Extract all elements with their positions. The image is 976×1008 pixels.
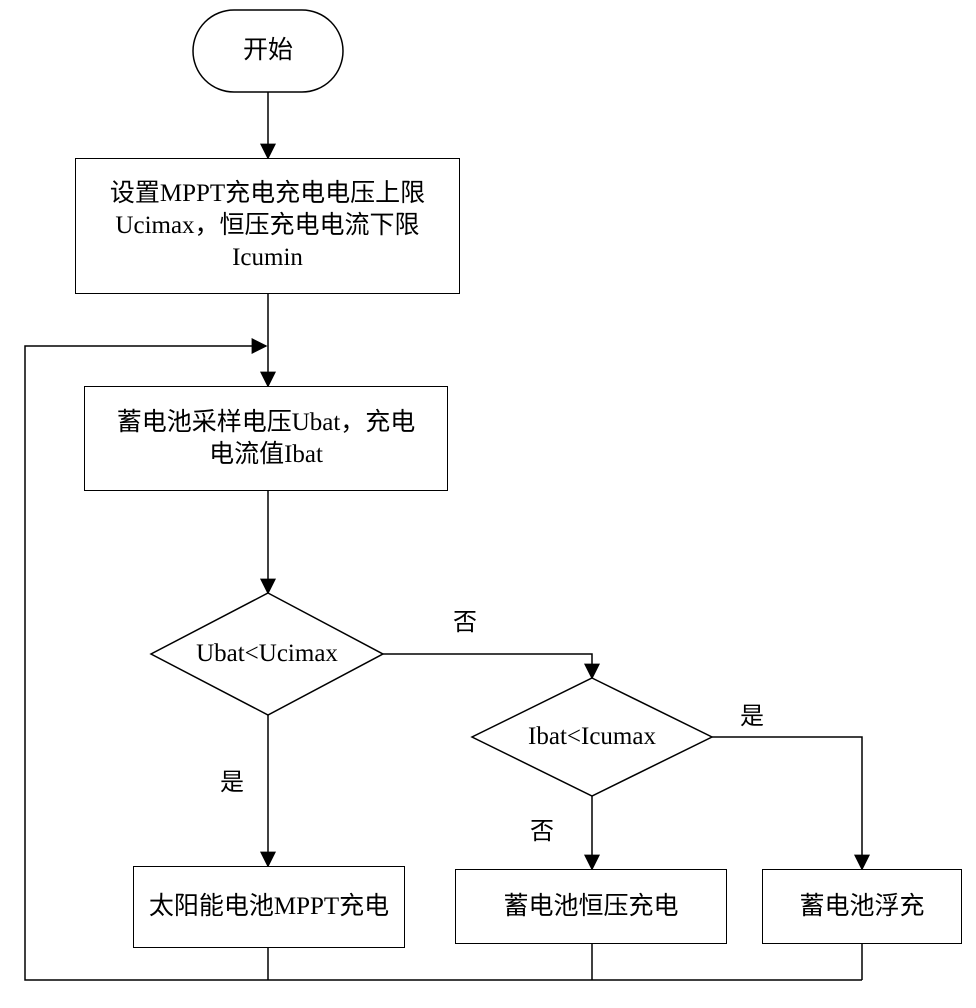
- decision1-no-label: 否: [453, 608, 477, 636]
- init-process-box: 设置MPPT充电充电电压上限Ucimax，恒压充电电流下限Icumin: [75, 158, 460, 294]
- mppt-charge-box: 太阳能电池MPPT充电: [133, 866, 405, 948]
- cv-charge-box: 蓄电池恒压充电: [455, 869, 727, 944]
- float-charge-box: 蓄电池浮充: [762, 869, 962, 944]
- loop-return-path: [24, 338, 862, 981]
- sample-process-box: 蓄电池采样电压Ubat，充电电流值Ibat: [84, 386, 448, 491]
- decision1-yes-label: 是: [220, 768, 244, 796]
- start-node: 开始: [242, 37, 293, 64]
- decision2-no-label: 否: [530, 817, 554, 845]
- decision1-label: Ubat<Ucimax: [196, 640, 338, 667]
- decision2-yes-label: 是: [740, 702, 764, 730]
- arrow-decision2-yes: [712, 736, 870, 871]
- decision2-label: Ibat<Icumax: [528, 723, 656, 750]
- arrow-decision1-no: [383, 653, 600, 680]
